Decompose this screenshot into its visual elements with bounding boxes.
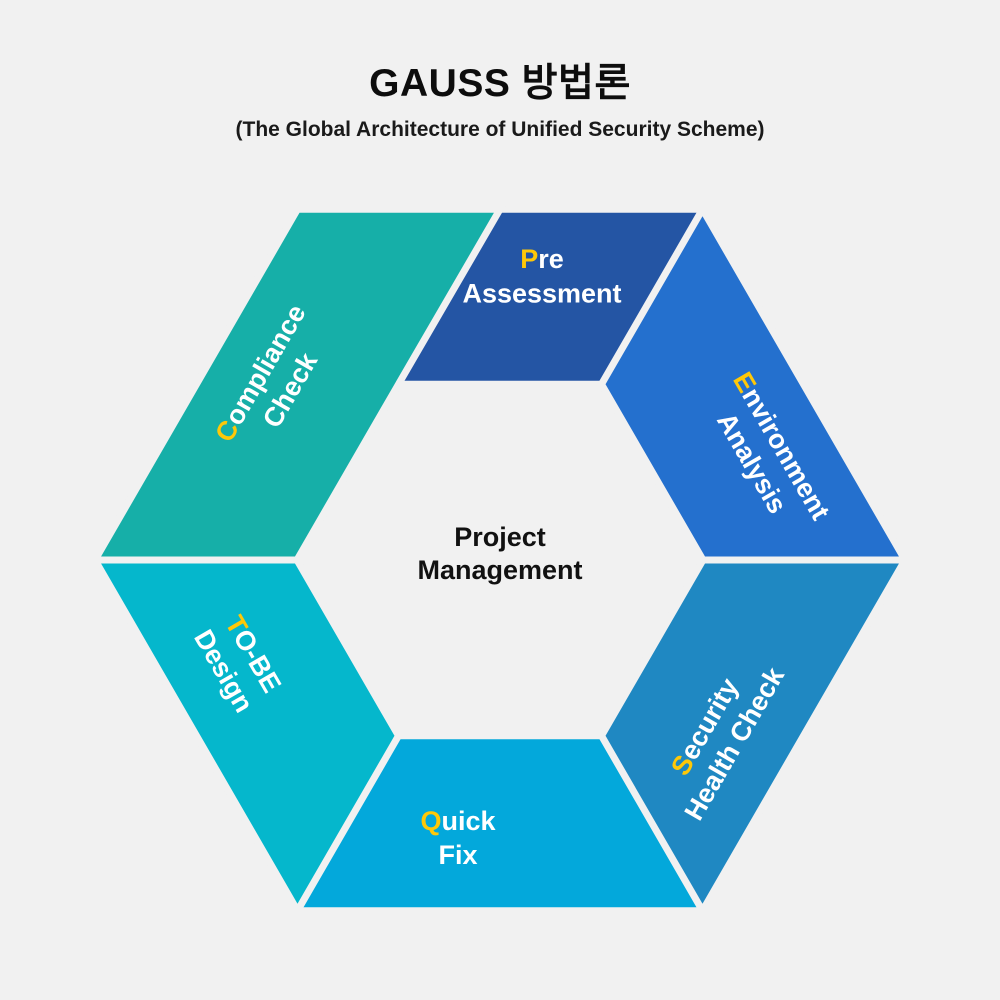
- pre-assessment-label-line1: Pre: [520, 244, 564, 274]
- quick-fix-label-line2: Fix: [438, 840, 477, 870]
- quick-fix-label-rest: uick: [441, 806, 496, 836]
- pre-assessment-label-line2: Assessment: [462, 278, 621, 308]
- center-label-line1: Project: [454, 522, 546, 552]
- center-label-line2: Management: [417, 555, 582, 585]
- compliance-check-shape[interactable]: [88, 205, 507, 564]
- header-block: GAUSS 방법론 (The Global Architecture of Un…: [0, 0, 1000, 142]
- page-title: GAUSS 방법론: [369, 62, 631, 105]
- quick-fix-accent-letter: Q: [420, 806, 441, 836]
- page-subtitle: (The Global Architecture of Unified Secu…: [235, 117, 765, 141]
- pre-assessment-label-rest: re: [538, 244, 564, 274]
- center-label-group: Project Management: [417, 522, 582, 585]
- pre-assessment-accent-letter: P: [520, 244, 538, 274]
- quick-fix-label-line1: Quick: [420, 806, 496, 836]
- segments-group: PreAssessmentEnvironmentAnalysisSecurity…: [88, 202, 912, 918]
